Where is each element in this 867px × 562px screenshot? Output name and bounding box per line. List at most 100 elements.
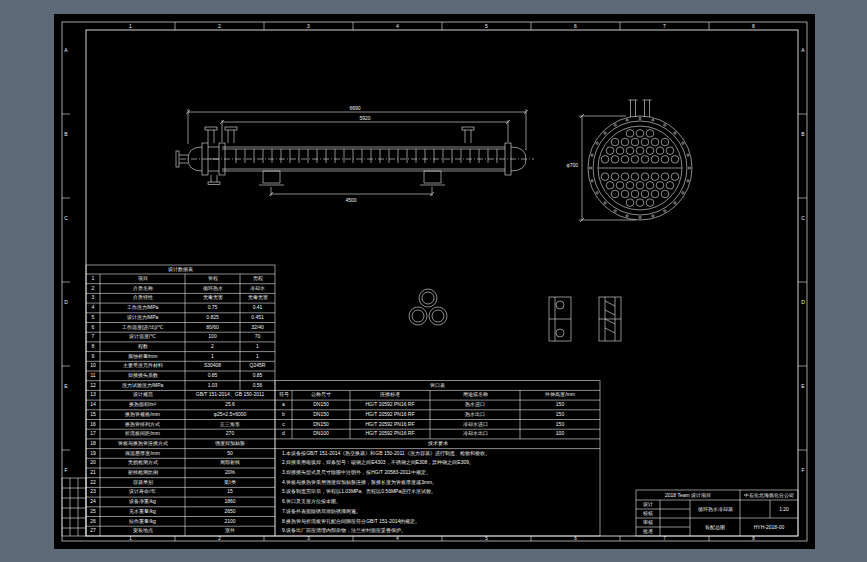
baffle	[443, 149, 444, 163]
nozzle-flange	[462, 127, 474, 130]
drawing-text: 腐蚀裕量/mm	[100, 352, 185, 362]
pass-partition	[598, 168, 682, 169]
shell-wall	[222, 149, 505, 150]
baffle	[362, 149, 363, 163]
table-rule	[86, 341, 275, 342]
baffle	[317, 149, 318, 163]
tube-hole	[661, 138, 669, 146]
drawing-text: 工作温度(进/出)/℃	[100, 323, 185, 333]
nozzle	[208, 130, 209, 143]
dimension-tick	[430, 192, 434, 196]
bolt-hole	[664, 210, 666, 212]
table-rule	[430, 390, 431, 439]
zone-tick	[264, 536, 265, 541]
tube-hole	[601, 156, 609, 164]
drawing-text: 程数	[100, 342, 185, 352]
drawing-text: D	[800, 299, 807, 305]
title-rule	[636, 509, 690, 510]
table-rule	[86, 516, 275, 517]
drawing-text: 热水出口	[430, 410, 520, 420]
nozzle-flange	[208, 182, 220, 185]
tube-hole	[646, 199, 654, 207]
tube-hole	[611, 156, 619, 164]
detail-hole	[556, 329, 564, 337]
drawing-text: 设计寿命/年	[100, 487, 185, 497]
drawing-text: 设计规范	[100, 390, 185, 400]
drawing-text: 8.换热管与折流板管孔配合间隙应符合GB/T 151-2014的规定。	[282, 517, 598, 527]
drawing-text: 5920	[340, 115, 390, 121]
drawing-text: 2	[185, 342, 240, 352]
nozzle	[179, 163, 188, 164]
table-rule	[86, 477, 275, 478]
table-rule	[86, 361, 275, 362]
drawing-text: 3	[264, 536, 353, 541]
bolt-hole	[604, 132, 606, 134]
extension-line	[188, 109, 189, 144]
title-rule	[690, 500, 691, 536]
drawing-text: 80/60	[185, 323, 240, 333]
dimension-tick	[269, 192, 273, 196]
drawing-text: A	[63, 47, 69, 53]
tube-hole	[646, 147, 654, 155]
drawing-text: B	[800, 131, 807, 137]
title-rule	[740, 518, 798, 519]
tube-hole	[641, 173, 649, 181]
bolt-hole	[687, 154, 689, 156]
tube-hole	[611, 190, 619, 198]
bolt-hole	[688, 167, 690, 169]
nozzle-flange	[629, 100, 638, 101]
table-rule	[86, 380, 275, 381]
tube-hole	[626, 130, 634, 138]
drawing-text: C	[800, 215, 807, 221]
table-rule	[86, 283, 275, 284]
dimension-tick	[580, 218, 584, 222]
tube-hole	[671, 173, 679, 181]
tube-detail	[409, 307, 427, 325]
drawing-text: GB/T 151-2014、GB 150-2011	[185, 390, 275, 400]
table-rule	[86, 438, 275, 439]
tube-detail	[419, 289, 437, 307]
drawing-text: 20	[86, 458, 100, 468]
drawing-text: C	[63, 215, 69, 221]
drawing-text: 2.焊接采用电弧焊，焊条型号：碳钢之间E4303，不锈钢之间E308，异种钢之间…	[282, 458, 598, 468]
nozzle	[644, 100, 645, 117]
table-rule	[350, 390, 351, 439]
zone-tick	[353, 536, 354, 541]
revision-block	[62, 478, 86, 536]
zone-tick	[62, 282, 70, 283]
drawing-text: φ700	[554, 162, 578, 168]
table-rule	[275, 390, 600, 391]
drawing-text: 壳程	[240, 274, 275, 284]
detail-plate	[599, 297, 621, 341]
tube-sheet-outer	[588, 116, 692, 220]
dimension-tick	[524, 110, 528, 114]
drawing-text: 装配总图	[690, 518, 740, 536]
tube-hole	[656, 182, 664, 190]
tube-hole	[621, 173, 629, 181]
drawing-text: 26	[86, 517, 100, 527]
drawing-text: 1.本设备按GB/T 151-2014《热交换器》和GB 150-2011《压力…	[282, 449, 598, 459]
tube-hole	[651, 173, 659, 181]
revision-rule	[62, 518, 86, 519]
drawing-text: 16	[86, 420, 100, 430]
revision-rule	[62, 528, 86, 529]
baffle	[380, 149, 381, 163]
drawing-text: 25.6	[185, 400, 275, 410]
bolt-hole	[682, 192, 684, 194]
tube-hole	[636, 182, 644, 190]
extension-line	[579, 116, 626, 117]
drawing-text: 0.85	[185, 371, 240, 381]
revision-rule	[78, 478, 79, 536]
drawing-text: 17	[86, 429, 100, 439]
detail-line	[599, 319, 621, 320]
baffle	[308, 149, 309, 163]
detail-line	[549, 319, 571, 320]
saddle-base	[420, 185, 445, 186]
zone-tick	[175, 536, 176, 541]
drawing-text: 6	[531, 23, 620, 31]
drawing-text: 270	[185, 429, 275, 439]
zone-tick	[62, 366, 70, 367]
detail-line	[615, 297, 616, 341]
nozzle	[217, 175, 218, 182]
drawing-text: 6	[531, 536, 620, 541]
